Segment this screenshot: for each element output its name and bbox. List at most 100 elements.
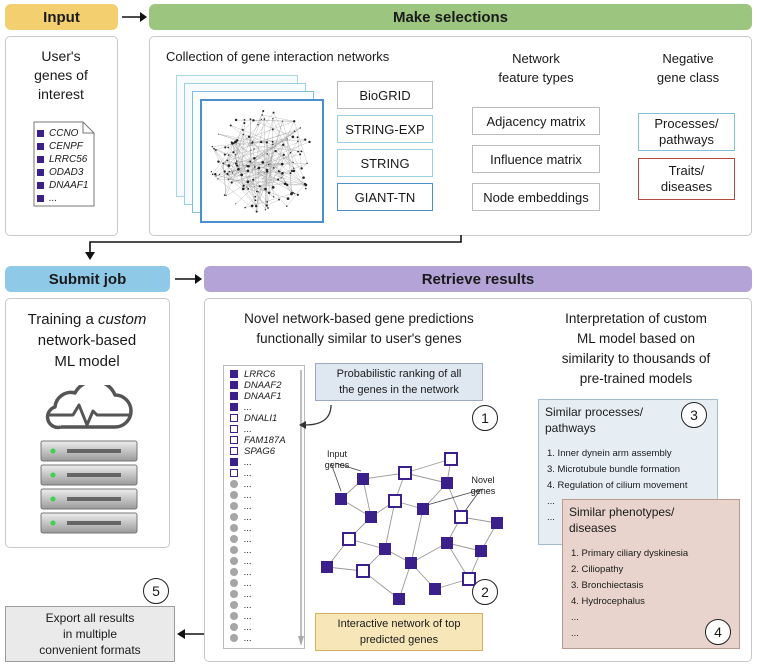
hairball-node <box>292 169 296 173</box>
hairball-edge <box>266 199 280 206</box>
input-gene-node[interactable] <box>429 583 441 595</box>
hairball-edge <box>223 163 227 196</box>
label-pointer-line <box>330 462 342 492</box>
other-gene-circle-icon <box>230 524 238 533</box>
novel-gene-node[interactable] <box>444 452 458 466</box>
hairball-node <box>217 178 219 180</box>
similarity-list-item[interactable]: 3. Microtubule bundle formation <box>547 464 681 475</box>
input-gene-node[interactable] <box>357 473 369 485</box>
hairball-edge <box>294 121 308 164</box>
input-gene-node[interactable] <box>365 511 377 523</box>
other-gene-circle-icon <box>230 557 238 566</box>
hairball-node <box>271 128 274 131</box>
hairball-node <box>214 149 217 151</box>
hairball-node <box>261 114 263 116</box>
ranked-gene-row: ... <box>230 402 252 414</box>
novel-gene-node[interactable] <box>454 510 468 524</box>
negative-traits-option[interactable]: Traits/ diseases <box>638 158 735 200</box>
input-gene-square-icon <box>230 392 238 401</box>
hairball-node <box>282 153 285 156</box>
feature-option-adjacency-matrix[interactable]: Adjacency matrix <box>472 107 600 135</box>
hairball-edge <box>230 125 306 186</box>
novel-genes-label: Novel genes <box>470 475 496 496</box>
input-gene-square-icon <box>230 403 238 412</box>
novel-gene-node[interactable] <box>462 572 476 586</box>
input-gene-node[interactable] <box>335 493 347 505</box>
hairball-edge <box>297 137 302 169</box>
hairball-node <box>227 174 229 176</box>
ranked-gene-label: DNAAF1 <box>244 391 282 402</box>
hairball-node <box>281 171 284 175</box>
input-gene-node[interactable] <box>321 561 333 573</box>
input-gene-node[interactable] <box>379 543 391 555</box>
input-gene-node[interactable] <box>441 477 453 489</box>
hairball-edge <box>212 146 229 180</box>
input-gene-node[interactable] <box>475 545 487 557</box>
hairball-node <box>228 154 230 156</box>
hairball-node <box>257 167 259 170</box>
feature-option-node-embeddings[interactable]: Node embeddings <box>472 183 600 211</box>
hairball-node <box>232 151 235 154</box>
input-gene-node[interactable] <box>491 517 503 529</box>
input-gene-node[interactable] <box>441 537 453 549</box>
hairball-node <box>226 159 229 162</box>
hairball-node <box>241 187 245 191</box>
gene-marker-icon <box>37 142 44 150</box>
server-led-icon <box>50 496 56 502</box>
input-gene-node[interactable] <box>417 503 429 515</box>
novel-gene-node[interactable] <box>342 532 356 546</box>
similarity-list-item[interactable]: 4. Regulation of cilium movement <box>547 480 688 491</box>
similarity-list-item[interactable]: 2. Ciliopathy <box>571 564 624 575</box>
novel-gene-node[interactable] <box>388 494 402 508</box>
network-option-string[interactable]: STRING <box>337 149 433 177</box>
input-gene-item: LRRC56 <box>37 153 88 166</box>
hairball-edge <box>241 148 255 175</box>
similarity-list-item[interactable]: ... <box>547 512 555 523</box>
input-gene-node[interactable] <box>405 557 417 569</box>
export-box[interactable]: Export all results in multiple convenien… <box>5 606 175 662</box>
input-gene-node[interactable] <box>393 593 405 605</box>
hairball-node <box>237 168 240 171</box>
hairball-edge <box>264 119 266 210</box>
hairball-edge <box>227 173 305 185</box>
similarity-list-item[interactable]: 1. Inner dynein arm assembly <box>547 448 672 459</box>
label-pointer-line <box>334 462 362 472</box>
hairball-edge <box>286 183 306 207</box>
step-2-label: 2 <box>481 584 489 600</box>
similarity-list-item[interactable]: ... <box>547 496 555 507</box>
hairball-edge <box>268 154 284 165</box>
network-option-giant-tn[interactable]: GIANT-TN <box>337 183 433 211</box>
hairball-node <box>283 182 287 186</box>
hairball-node <box>246 169 250 173</box>
feature-option-influence-matrix[interactable]: Influence matrix <box>472 145 600 173</box>
hairball-node <box>227 164 231 167</box>
novel-gene-node[interactable] <box>356 564 370 578</box>
feature-option-label: Node embeddings <box>483 189 589 205</box>
make-selections-header: Make selections <box>149 4 752 30</box>
ranked-gene-row: ... <box>230 501 252 513</box>
network-option-string-exp[interactable]: STRING-EXP <box>337 115 433 143</box>
ranked-gene-label: ... <box>244 501 252 512</box>
ranked-gene-label: FAM187A <box>244 435 286 446</box>
novel-gene-node[interactable] <box>398 466 412 480</box>
hairball-node <box>264 187 267 191</box>
similarity-list-item[interactable]: 4. Hydrocephalus <box>571 596 645 607</box>
similarity-list-item[interactable]: 3. Bronchiectasis <box>571 580 644 591</box>
hairball-edge <box>231 142 266 210</box>
input-gene-square-icon <box>230 381 238 390</box>
ranked-gene-row: ... <box>230 479 252 491</box>
hairball-node <box>279 171 281 173</box>
similarity-list-item[interactable]: ... <box>571 628 579 639</box>
input-genes-label: Input genes <box>324 449 350 470</box>
similarity-list-item[interactable]: 1. Primary ciliary dyskinesia <box>571 548 689 559</box>
hairball-node <box>218 133 220 135</box>
similarity-list-item[interactable]: ... <box>571 612 579 623</box>
negative-processes-option[interactable]: Processes/ pathways <box>638 113 735 151</box>
hairball-node <box>242 184 245 187</box>
hairball-node <box>293 120 296 123</box>
network-option-label: STRING <box>360 155 410 171</box>
submit-job-header-label: Submit job <box>48 270 127 288</box>
hairball-node <box>234 140 237 144</box>
network-option-biogrid[interactable]: BioGRID <box>337 81 433 109</box>
